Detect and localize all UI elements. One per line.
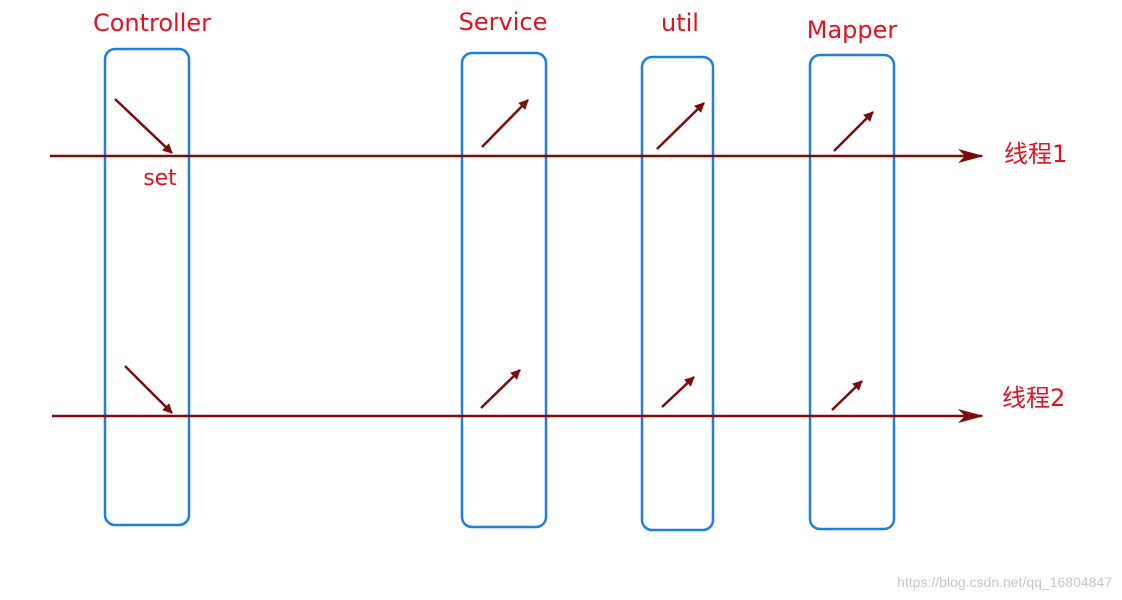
controller-box <box>103 47 191 527</box>
service-label: Service <box>459 8 548 36</box>
util-get-arrow-thread-2 <box>661 376 695 408</box>
controller-set-arrow-thread-1 <box>114 98 173 154</box>
mapper-get-arrow-thread-1 <box>833 111 874 152</box>
mapper-box <box>808 53 896 531</box>
service-get-arrow-thread-1 <box>481 99 529 148</box>
service-get-arrow-thread-2 <box>480 369 521 409</box>
mapper-get-arrow-thread-2 <box>831 380 863 411</box>
util-box <box>640 55 715 532</box>
mapper-label: Mapper <box>807 16 898 44</box>
thread-1-label: 线程1 <box>1004 140 1067 168</box>
watermark: https://blog.csdn.net/qq_16804847 <box>897 574 1112 590</box>
controller-label: Controller <box>93 9 211 37</box>
set-label: set <box>143 166 177 191</box>
util-get-arrow-thread-1 <box>656 102 705 150</box>
util-label: util <box>661 9 699 37</box>
controller-set-arrow-thread-2 <box>124 365 173 414</box>
thread-2-label: 线程2 <box>1002 384 1065 412</box>
service-box <box>460 51 548 529</box>
